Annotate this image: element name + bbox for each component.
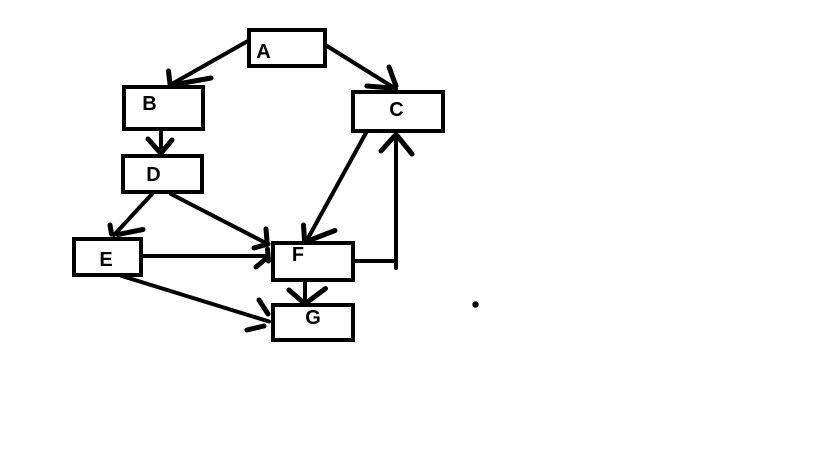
svg-text:G: G [305, 307, 321, 329]
svg-text:C: C [389, 99, 403, 121]
svg-text:F: F [292, 244, 304, 266]
svg-text:B: B [142, 93, 156, 115]
svg-text:D: D [146, 164, 160, 186]
svg-text:A: A [256, 41, 270, 63]
svg-text:E: E [99, 249, 112, 271]
